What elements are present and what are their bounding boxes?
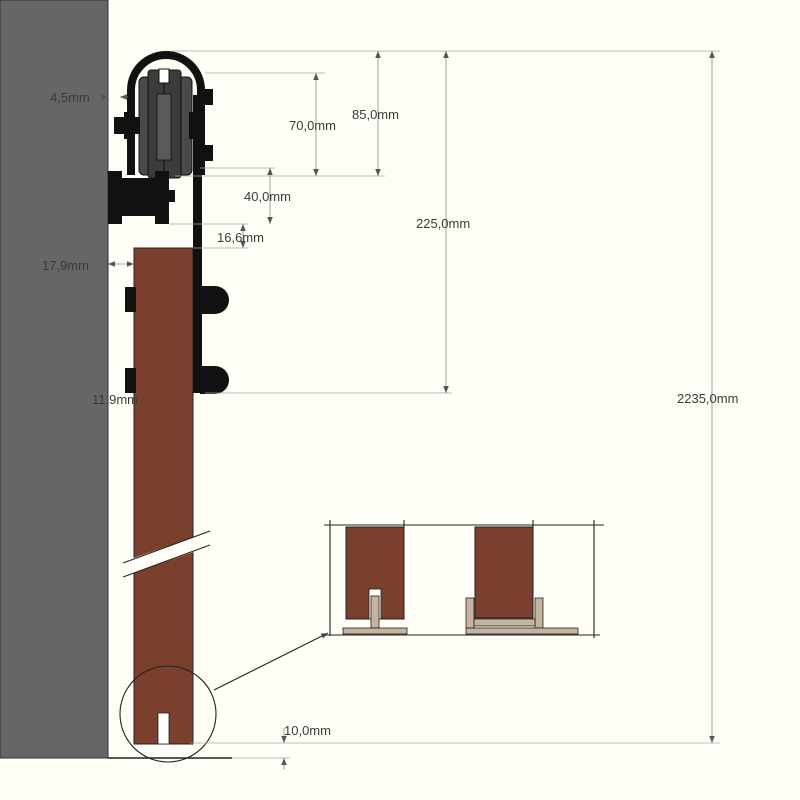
floor-guide-groove [157, 712, 170, 745]
dimension-labels: 4,5mm 70,0mm 85,0mm 40,0mm 16,6mm 17,9mm… [42, 90, 738, 738]
roller-wheel [138, 68, 193, 179]
wall-bracket [108, 171, 122, 224]
label-wheel-height: 70,0mm [289, 118, 336, 133]
axle-bolt-right [189, 112, 202, 139]
label-wall-gap-top: 4,5mm [50, 90, 90, 105]
detail-door-side-guide [465, 526, 579, 635]
label-track-to-door: 40,0mm [244, 189, 291, 204]
detail-circle [119, 665, 217, 763]
floor-guide-detail [322, 520, 604, 638]
detail-leader-line [213, 632, 329, 691]
label-wall-to-door: 17,9mm [42, 258, 89, 273]
label-hardware-total: 225,0mm [416, 216, 470, 231]
door-bolt-upper-right [200, 286, 229, 314]
break-line-lower [122, 544, 211, 578]
hanger-strap [127, 51, 205, 175]
break-line-upper [122, 530, 211, 564]
label-hanger-height: 85,0mm [352, 107, 399, 122]
label-total-height: 2235,0mm [677, 391, 738, 406]
dimension-lines [100, 51, 715, 770]
track-bolt [120, 190, 175, 202]
label-door-thickness: 11,9mm [92, 392, 138, 407]
extension-lines [170, 50, 720, 759]
door-bolt-lower-right [200, 366, 229, 394]
axle-nut-left [124, 112, 133, 139]
label-floor-clearance: 10,0mm [284, 723, 331, 738]
lower-bolt-right [200, 145, 213, 161]
label-bracket-gap: 16,6mm [217, 230, 264, 245]
door-bolt-upper-left [125, 287, 136, 312]
door-panel [122, 247, 211, 745]
wall [0, 0, 109, 759]
door-bolt-lower-left [125, 368, 136, 393]
door-strap [193, 95, 202, 393]
break-gap [128, 533, 205, 575]
detail-door-center-guide [342, 526, 408, 635]
upper-bolt-right [200, 89, 213, 105]
sliding-hardware [108, 51, 229, 394]
